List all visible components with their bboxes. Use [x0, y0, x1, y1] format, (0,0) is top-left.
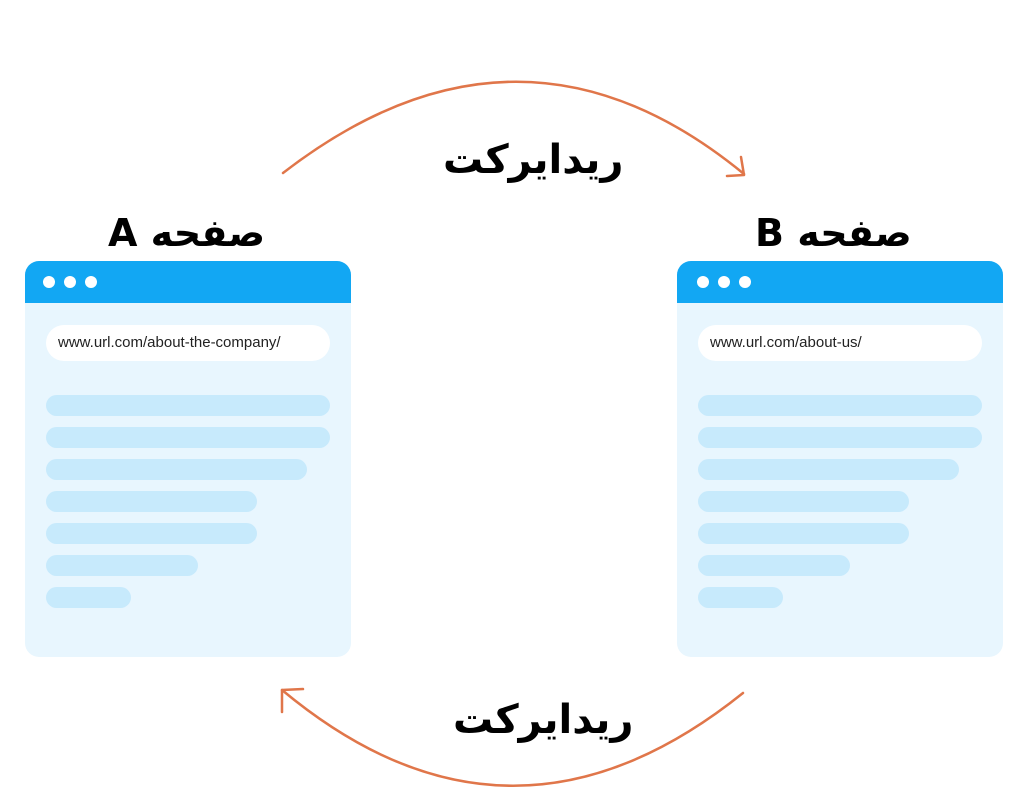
browser-window-b: www.url.com/about-us/ — [677, 261, 1003, 657]
page-b-title: صفحه B — [755, 211, 912, 255]
bottom-arc-arrow — [280, 688, 745, 787]
browser-window-a: www.url.com/about-the-company/ — [25, 261, 351, 657]
content-placeholder-line — [46, 555, 198, 576]
window-dot-icon — [718, 276, 730, 288]
bottom-redirect-label: ریدایرکت — [453, 697, 634, 743]
url-bar: www.url.com/about-us/ — [698, 325, 982, 361]
content-placeholder-line — [46, 459, 307, 480]
content-placeholder-line — [46, 523, 257, 544]
window-dot-icon — [64, 276, 76, 288]
window-dot-icon — [739, 276, 751, 288]
content-placeholder-line — [46, 491, 257, 512]
window-dot-icon — [85, 276, 97, 288]
content-placeholder-line — [698, 427, 982, 448]
content-placeholder-line — [698, 395, 982, 416]
content-placeholder-line — [698, 491, 909, 512]
top-arrowhead-icon — [725, 155, 746, 178]
window-dot-icon — [43, 276, 55, 288]
browser-title-bar — [677, 261, 1003, 303]
content-placeholder-line — [698, 523, 909, 544]
top-redirect-label: ریدایرکت — [443, 137, 624, 183]
content-placeholder-line — [698, 459, 959, 480]
content-placeholder-line — [698, 587, 783, 608]
content-placeholder-line — [46, 427, 330, 448]
window-controls — [697, 276, 751, 288]
bottom-arrowhead-icon — [280, 687, 305, 714]
page-a-title: صفحه A — [108, 211, 266, 255]
window-dot-icon — [697, 276, 709, 288]
top-arc-arrow — [281, 80, 746, 176]
window-controls — [43, 276, 97, 288]
content-placeholder-line — [46, 395, 330, 416]
browser-title-bar — [25, 261, 351, 303]
url-bar: www.url.com/about-the-company/ — [46, 325, 330, 361]
content-placeholder-line — [46, 587, 131, 608]
content-placeholder-line — [698, 555, 850, 576]
